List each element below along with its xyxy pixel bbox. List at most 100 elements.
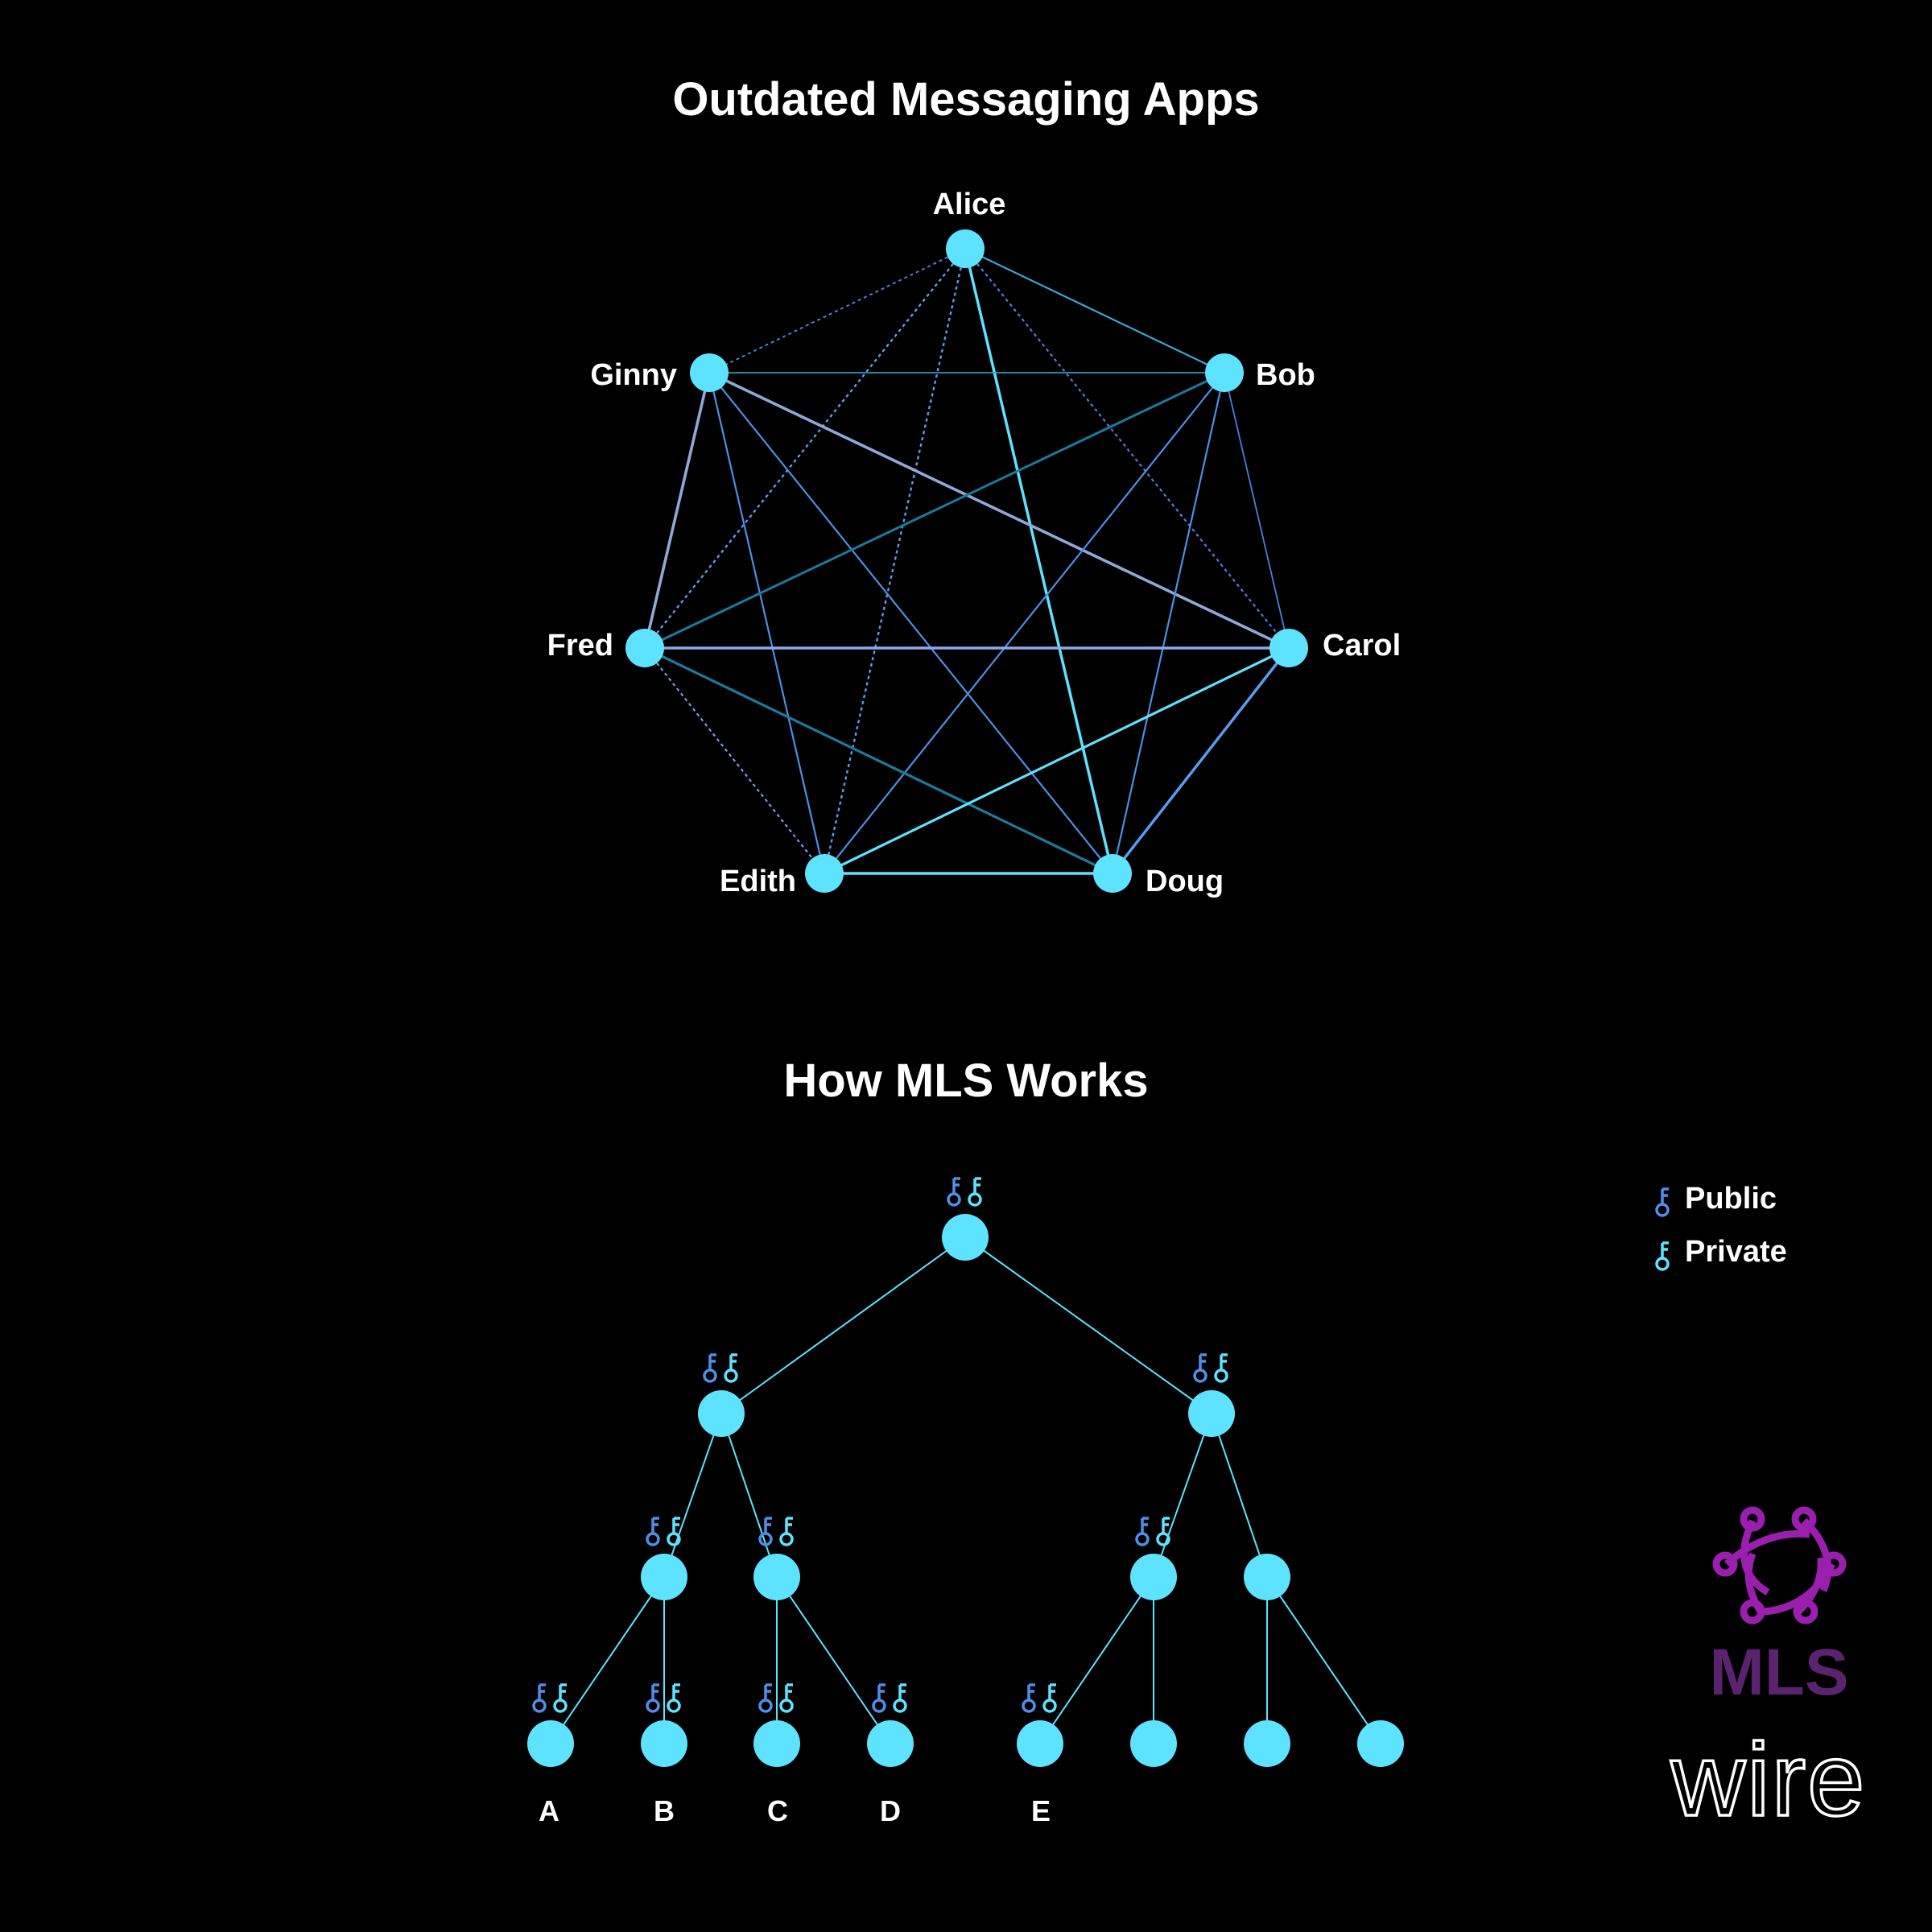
mesh-edges [643,248,1290,875]
participant-node-fred [625,629,664,667]
tree-nodes [527,1214,1404,1767]
tree-keys [532,1177,1229,1713]
tree-node-LR [753,1554,800,1600]
tree-node-root [942,1214,989,1261]
key-pair-icon [646,1517,682,1546]
wire-logo: wire [1670,1723,1867,1838]
mesh-edge-fred-doug [644,646,1113,875]
public-key-icon [1655,1187,1670,1217]
private-key-icon [667,1683,682,1713]
mesh-edge-ginny-carol [708,371,1290,650]
private-key-icon [724,1353,739,1383]
public-key-icon [532,1683,547,1713]
tree-node-f [1130,1720,1177,1767]
leaf-label-c: C [767,1794,788,1827]
private-key-icon [893,1683,908,1713]
tree-node-e [1017,1720,1063,1767]
tree-node-RR [1244,1554,1290,1600]
public-key-icon [1135,1517,1150,1546]
key-pair-icon [532,1683,568,1713]
mesh-edge-ginny-doug [708,372,1113,874]
mesh-edge-alice-edith [823,248,967,874]
tree-edge-LL-a [550,1576,665,1744]
mesh-edge-alice-bob [964,248,1225,374]
tree-edge-LR-d [776,1576,891,1744]
public-key-icon [947,1177,962,1207]
participant-node-bob [1205,353,1244,392]
public-key-icon [646,1517,661,1546]
private-key-icon [553,1683,568,1713]
legend: Public Private [1655,1182,1787,1271]
tree-node-g [1244,1720,1290,1767]
tree-edge-L-LR [720,1413,778,1578]
key-pair-icon [703,1353,739,1383]
tree-node-L [698,1390,745,1437]
key-pair-icon [1135,1517,1171,1546]
tree-node-RL [1130,1554,1177,1600]
mesh-edge-alice-ginny [708,248,966,374]
tree-node-c [753,1720,800,1767]
leaf-label-a: A [539,1794,559,1827]
mls-network-icon [1712,1506,1847,1624]
private-key-icon [1156,1517,1171,1546]
participant-node-carol [1269,629,1308,667]
legend-private-label: Private [1685,1235,1787,1269]
tree-node-b [641,1720,687,1767]
tree-edge-RL-e [1039,1576,1154,1744]
tree-node-R [1188,1390,1235,1437]
private-key-icon [1655,1241,1670,1271]
participant-node-alice [946,229,985,268]
tree-edge-L-LL [663,1413,722,1578]
participant-label-edith: Edith [720,865,796,898]
leaf-label-d: D [880,1794,901,1827]
mesh-edge-carol-doug [1111,646,1290,875]
mesh-edge-carol-edith [824,646,1290,875]
participant-label-carol: Carol [1323,629,1401,663]
mesh-edge-alice-doug [964,248,1114,874]
tree-edges [550,1236,1381,1744]
leaf-label-b: B [654,1794,675,1827]
mesh-edge-bob-doug [1111,372,1226,874]
mesh-edge-bob-fred [644,371,1225,650]
participant-label-bob: Bob [1256,358,1315,392]
tree-edge-RR-h [1266,1576,1381,1744]
tree-title: How MLS Works [783,1055,1148,1107]
key-pair-icon [947,1177,983,1207]
tree-node-d [867,1720,914,1767]
mesh-edge-bob-edith [824,372,1225,874]
private-key-icon [667,1517,682,1546]
private-key-icon [1042,1683,1058,1713]
public-key-icon [1193,1353,1208,1383]
participant-label-alice: Alice [933,188,1006,221]
tree-edge-R-RR [1211,1413,1268,1578]
participant-node-ginny [690,353,729,392]
private-key-icon [968,1177,983,1207]
key-pair-icon [1022,1683,1058,1713]
key-pair-icon [1193,1353,1229,1383]
mls-wordmark: MLS [1709,1636,1848,1709]
mesh-edge-ginny-edith [708,372,826,874]
key-pair-icon [872,1683,908,1713]
public-key-icon [872,1683,887,1713]
leaf-label-e: E [1031,1794,1051,1827]
tree-edge-root-L [720,1236,966,1414]
mesh-edge-alice-carol [964,248,1290,649]
public-key-icon [703,1353,718,1383]
legend-public-label: Public [1685,1182,1777,1216]
mesh-title: Outdated Messaging Apps [672,73,1259,126]
mesh-edge-ginny-fred [643,372,711,649]
mesh-edge-fred-edith [644,647,825,874]
participant-label-fred: Fred [547,629,613,663]
mesh-edge-alice-fred [644,248,966,649]
participant-label-doug: Doug [1146,865,1224,898]
tree-node-h [1357,1720,1404,1767]
tree-node-LL [641,1554,687,1600]
participant-node-doug [1093,854,1132,893]
mls-logo: MLS [1709,1506,1849,1709]
tree-edge-root-R [964,1236,1212,1414]
public-key-icon [1022,1683,1037,1713]
mesh-edge-bob-carol [1224,372,1290,649]
mesh-nodes [625,229,1308,893]
participant-label-ginny: Ginny [590,358,677,392]
